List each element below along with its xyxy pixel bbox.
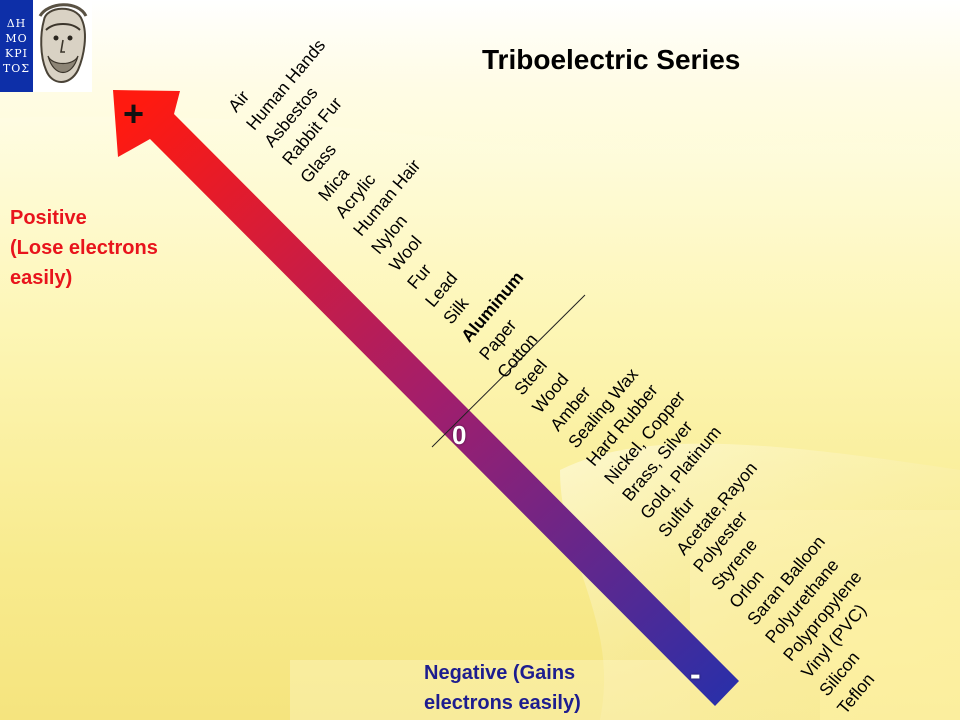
positive-label: Positive (Lose electrons easily) xyxy=(10,207,158,289)
zero-divider-line xyxy=(431,294,586,448)
bottom-glow xyxy=(560,443,960,720)
page-title: Triboelectric Series xyxy=(482,44,741,75)
logo-text: ΔΗ xyxy=(6,17,27,30)
neutral-symbol: 0 xyxy=(452,420,467,450)
portrait-icon xyxy=(34,0,92,92)
positive-symbol: + xyxy=(123,93,145,134)
logo-text: ΚΡΙ xyxy=(5,47,28,60)
bottom-panel-2 xyxy=(820,590,960,720)
bottom-panel-3 xyxy=(290,660,690,720)
negative-symbol: - xyxy=(690,656,701,692)
logo-text: ΤΟΣ xyxy=(2,62,31,75)
logo: ΔΗ ΜΟ ΚΡΙ ΤΟΣ xyxy=(0,0,92,92)
logo-text-panel: ΔΗ ΜΟ ΚΡΙ ΤΟΣ xyxy=(0,0,33,92)
top-wave xyxy=(0,0,960,153)
arrow-body xyxy=(113,90,739,706)
negative-label: Negative (Gains electrons easily) xyxy=(424,662,581,714)
logo-text: ΜΟ xyxy=(5,32,28,45)
